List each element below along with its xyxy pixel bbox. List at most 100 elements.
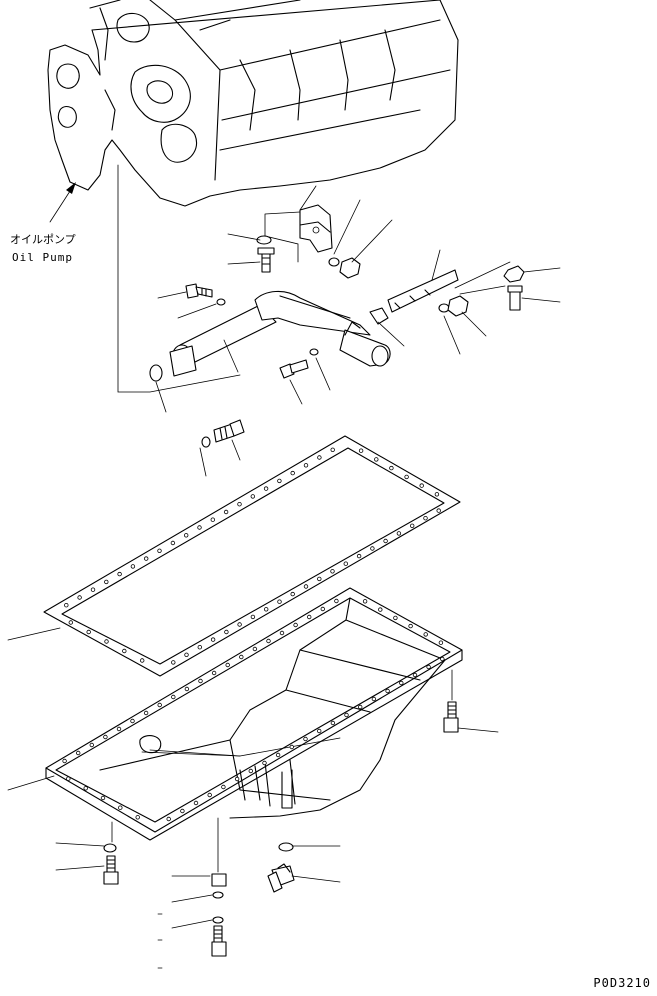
bolt-hole	[307, 614, 312, 620]
bolt-hole	[62, 758, 67, 764]
callout-leaders	[7, 185, 561, 969]
bolt-hole	[180, 808, 185, 814]
oil-pump-leader	[49, 182, 76, 223]
bolt-hole	[423, 632, 428, 637]
bolt-hole	[184, 686, 190, 692]
bolt-hole	[210, 517, 215, 522]
bolt-hole	[193, 800, 199, 806]
bolt-hole	[275, 752, 281, 758]
bolt-hole	[389, 465, 394, 471]
bolt-hole	[237, 502, 242, 507]
bolt-hole	[399, 680, 404, 686]
bolt-hole	[303, 463, 309, 468]
bolt-hole	[103, 734, 108, 740]
bolt-hole	[385, 688, 390, 694]
bolt-hole	[122, 648, 127, 654]
bolt-hole	[83, 786, 88, 791]
bolt-hole	[89, 742, 94, 748]
bolt-hole	[374, 457, 379, 462]
bolt-hole	[334, 598, 339, 604]
bolt-hole	[143, 556, 149, 561]
bolt-middle	[279, 348, 319, 379]
bolt-hole	[250, 614, 256, 620]
bolt-hole	[330, 720, 336, 726]
bolt-hole	[277, 478, 282, 484]
oil-pump-label-en: Oil Pump	[12, 251, 73, 264]
bolt-hole	[86, 629, 91, 635]
bolt-hole	[293, 622, 298, 628]
bolt-hole	[404, 474, 409, 480]
bolt-hole	[393, 615, 398, 621]
bolt-hole	[210, 637, 216, 642]
bolt-hole	[64, 603, 69, 608]
bolt-hole	[434, 492, 440, 497]
bolt-hole	[344, 712, 349, 718]
bolt-hole	[197, 645, 202, 650]
drawing-code: P0D3210	[593, 976, 651, 990]
bolt-hole	[184, 652, 189, 657]
bolt-hole	[330, 569, 335, 574]
bolt-hole	[320, 606, 325, 612]
bolt-hole	[198, 678, 203, 684]
bolt-hole	[135, 815, 140, 820]
bolt-hole	[290, 470, 295, 476]
bolt-hole	[383, 538, 388, 544]
bolt-hole	[183, 533, 189, 538]
bolt-hole	[264, 607, 269, 612]
bolt-hole	[423, 516, 428, 521]
bolt-hole	[211, 670, 217, 676]
bolt-hole	[225, 662, 230, 668]
stay-bracket	[369, 261, 525, 325]
bolt-hole	[358, 704, 363, 710]
bolt-hole	[277, 599, 282, 604]
bolt-hole	[68, 620, 73, 625]
bolt-hole	[410, 523, 415, 528]
bolt-hole	[317, 728, 322, 734]
bolt-hole	[396, 531, 402, 536]
bolt-hole	[157, 702, 162, 708]
bolt-hole	[234, 776, 240, 782]
bolt-hole	[408, 623, 413, 629]
bolt-hole	[343, 561, 348, 566]
bolt-hole	[157, 548, 162, 553]
bolt-hole	[317, 576, 322, 582]
bolt-hole	[356, 553, 362, 559]
bolt-hole	[130, 718, 135, 724]
bolt-hole	[330, 447, 335, 452]
bolt-hole	[66, 776, 71, 781]
pan-bolt-center	[211, 817, 227, 957]
bolt-hole	[358, 448, 364, 453]
engine-block	[47, 0, 459, 207]
bolt-hole	[116, 726, 122, 732]
bolt-hole	[139, 658, 145, 663]
bolt-hole	[90, 587, 96, 592]
oil-pan	[45, 587, 463, 841]
bolt-hole	[143, 710, 149, 716]
bolt-hole	[426, 664, 431, 670]
drain-plug-parts	[267, 842, 295, 893]
suction-pipe	[169, 290, 391, 377]
pan-bolt-left	[103, 821, 119, 885]
bolt-hole	[171, 694, 176, 700]
bolt-hole	[438, 640, 444, 645]
bolt-hole	[412, 672, 418, 678]
bolt-hole	[223, 509, 229, 515]
bolt-hole	[130, 564, 136, 569]
bolt-hole	[118, 805, 123, 810]
washers-nuts-top	[256, 235, 361, 279]
bolt-hole	[262, 760, 267, 766]
bolt-upper-left	[185, 283, 226, 306]
bolt-hole	[279, 630, 285, 636]
bolt-hole	[436, 508, 441, 513]
pan-bolt-right	[443, 669, 459, 733]
bolt-hole	[166, 816, 171, 822]
bolt-hole	[250, 494, 255, 499]
bolt-hole	[171, 660, 176, 665]
bolt-hole	[100, 795, 106, 801]
bolt-hole	[224, 629, 229, 635]
bolt-hole	[170, 540, 176, 546]
bolt-hole	[371, 696, 377, 702]
bolt-hole	[75, 750, 81, 756]
bolt-hole	[263, 486, 269, 491]
